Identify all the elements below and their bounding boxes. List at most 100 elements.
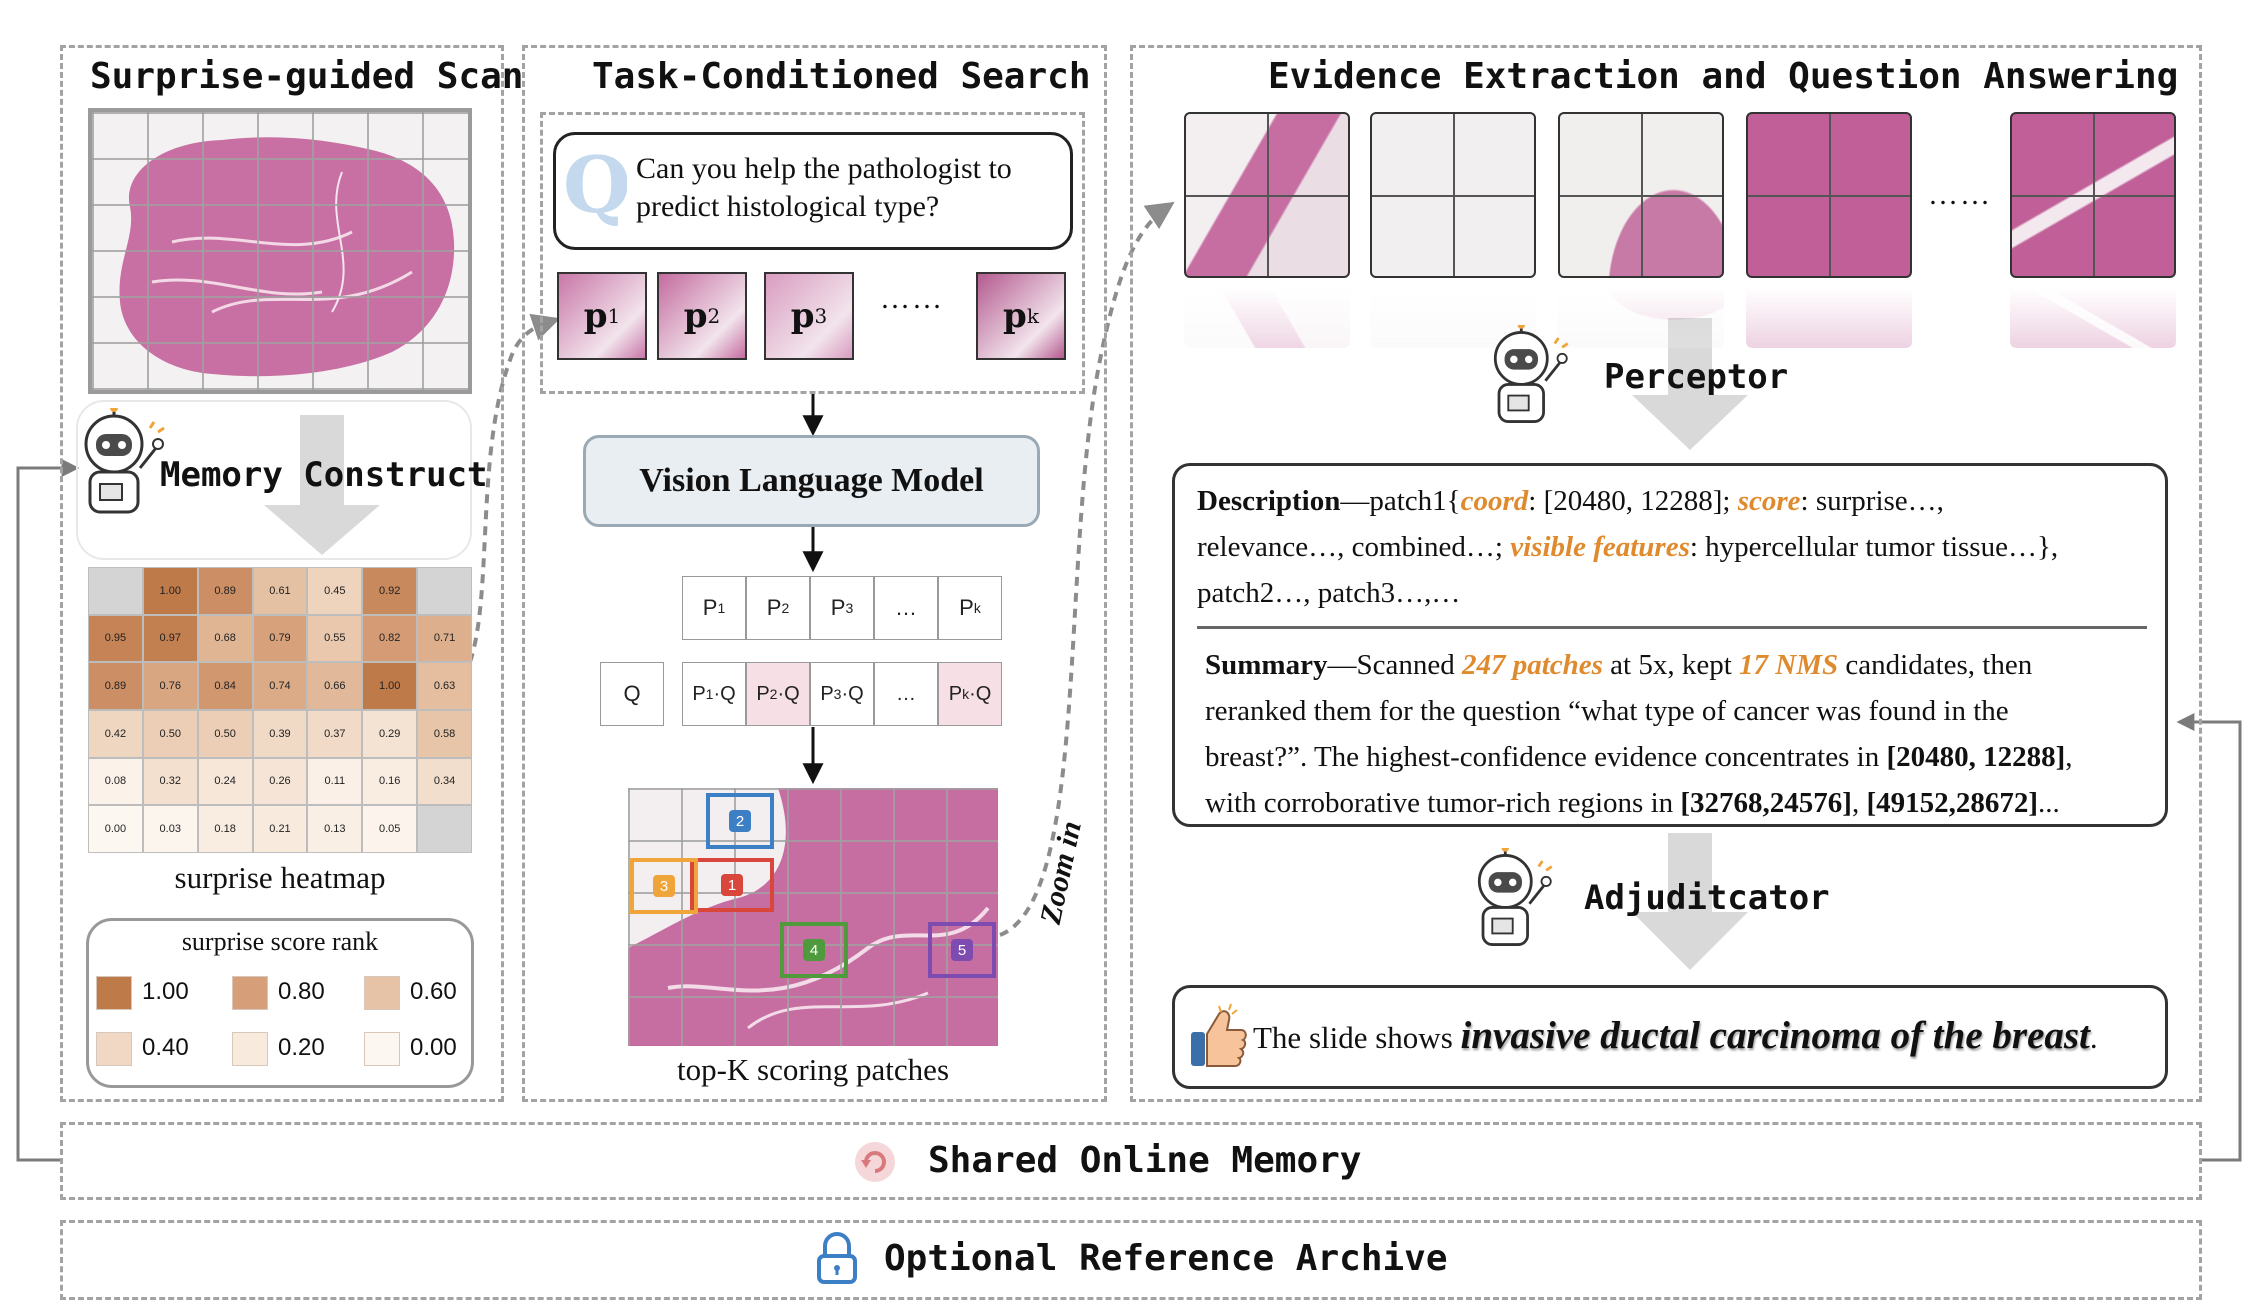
token-label: P <box>948 682 963 705</box>
token-subscript: 3 <box>845 600 854 616</box>
heatmap-cell: 0.50 <box>142 710 198 758</box>
token-label: P <box>702 595 718 620</box>
answer-suffix: . <box>2089 1020 2098 1055</box>
patch-label: p <box>790 296 815 336</box>
evidence-patch <box>1746 112 1912 278</box>
heatmap-cell: 0.74 <box>252 662 308 710</box>
token-subscript: 2 <box>769 686 778 702</box>
topk-mark-box: 2 <box>706 793 774 849</box>
memory-construct-label: Memory Construct <box>160 455 488 495</box>
token-label: P <box>830 595 846 620</box>
topk-mark-box: 4 <box>780 922 848 978</box>
search-title: Task-Conditioned Search <box>592 56 1091 97</box>
report-divider <box>1197 626 2147 629</box>
evidence-patch <box>1558 112 1724 278</box>
heatmap-cell: 0.11 <box>307 757 363 806</box>
feedback-arrow-left <box>16 459 80 1162</box>
legend-swatch <box>364 976 400 1010</box>
token-subscript: 3 <box>833 686 842 702</box>
sum-patches: 247 patches <box>1461 649 1603 681</box>
patch-subscript: 1 <box>607 304 621 328</box>
shared-memory-bar <box>60 1122 2202 1200</box>
heatmap-cell: 0.68 <box>197 614 253 663</box>
heatmap-cell: 0.00 <box>88 805 143 853</box>
panel-scan <box>60 45 504 1102</box>
answer-text: The slide shows invasive ductal carcinom… <box>1253 1008 2098 1066</box>
patch-subscript: k <box>1026 304 1039 328</box>
token-label: P <box>766 595 782 620</box>
block-arrow-memory <box>264 415 380 555</box>
answer-emphasis: invasive ductal carcinoma of the breast <box>1460 1014 2090 1057</box>
legend-swatch <box>96 976 132 1010</box>
heatmap-cell: 0.42 <box>88 710 143 758</box>
heatmap-cell: 0.18 <box>197 805 253 853</box>
heatmap-cell: 1.00 <box>362 662 418 710</box>
svg-text:Q: Q <box>563 146 627 226</box>
patch-reflection <box>2010 288 2176 348</box>
token-subscript: k <box>973 600 981 616</box>
heatmap-cell: 0.50 <box>197 710 253 758</box>
shared-memory-label: Shared Online Memory <box>928 1140 1362 1181</box>
heatmap-cell: 0.89 <box>197 567 253 615</box>
panel-evidence <box>1130 45 2202 1102</box>
score-legend: surprise score rank <box>86 918 474 1088</box>
heatmap-cell: 0.66 <box>307 662 363 710</box>
vlm-label: Vision Language Model <box>639 462 984 499</box>
sum-b2: [32768,24576] <box>1680 787 1852 819</box>
heatmap-cell: 0.37 <box>307 710 363 758</box>
heatmap-cell: 0.32 <box>142 757 198 806</box>
description-head: Description <box>1197 485 1341 517</box>
refresh-icon <box>855 1142 895 1182</box>
topk-rank-badge: 4 <box>803 939 825 961</box>
sum-b1: [20480, 12288] <box>1886 741 2066 773</box>
scan-title: Surprise-guided Scan <box>90 56 524 97</box>
vlm-box: Vision Language Model <box>583 435 1040 527</box>
desc-t3: : surprise…, <box>1800 485 1944 517</box>
evidence-report-box: Description—patch1{coord: [20480, 12288]… <box>1172 463 2168 827</box>
evidence-patch <box>1184 112 1350 278</box>
heatmap-cell: 0.76 <box>142 662 198 710</box>
heatmap-cell <box>417 805 472 853</box>
topk-mark-box: 1 <box>690 858 774 912</box>
token-subscript: 1 <box>705 686 714 702</box>
heatmap-cell <box>417 567 472 615</box>
answer-prefix: The slide shows <box>1253 1020 1461 1055</box>
perceptor-label: Perceptor <box>1604 357 1789 397</box>
patch-gridline <box>1560 195 1722 197</box>
description-text: Description—patch1{coord: [20480, 12288]… <box>1197 478 2147 616</box>
query-box <box>553 132 1073 250</box>
token-subscript: 1 <box>717 600 726 616</box>
heatmap-cell: 0.55 <box>307 614 363 663</box>
heatmap-cell <box>88 567 143 615</box>
adjudicator-robot-icon <box>1477 848 1553 946</box>
legend-value: 0.80 <box>278 978 325 1005</box>
heatmap-cell: 0.84 <box>197 662 253 710</box>
heatmap-cell: 0.08 <box>88 757 143 806</box>
heatmap-cell: 0.16 <box>362 757 418 806</box>
query-line-1: Can you help the pathologist to <box>636 152 1012 185</box>
desc-t5: : hypercellular tumor tissue…}, <box>1689 531 2059 563</box>
heatmap-cell: 0.95 <box>88 614 143 663</box>
query-line-2: predict histological type? <box>636 190 940 223</box>
patch-subscript: 2 <box>707 304 721 328</box>
reference-archive-bar <box>60 1220 2202 1300</box>
summary-text: Summary—Scanned 247 patches at 5x, kept … <box>1205 642 2155 826</box>
topk-label: top-K scoring patches <box>676 1052 950 1087</box>
topk-rank-badge: 2 <box>729 810 751 832</box>
query-q-icon: Q <box>563 146 627 226</box>
heatmap-cell: 0.34 <box>417 757 472 806</box>
heatmap-cell: 0.29 <box>362 710 418 758</box>
sum-t7: with corroborative tumor-rich regions in <box>1205 787 1681 819</box>
heatmap-cell: 0.24 <box>197 757 253 806</box>
desc-t1: —patch1{ <box>1340 485 1461 517</box>
legend-value: 1.00 <box>142 978 189 1005</box>
topk-map <box>628 788 998 1046</box>
token-suffix: ·Q <box>841 682 864 705</box>
